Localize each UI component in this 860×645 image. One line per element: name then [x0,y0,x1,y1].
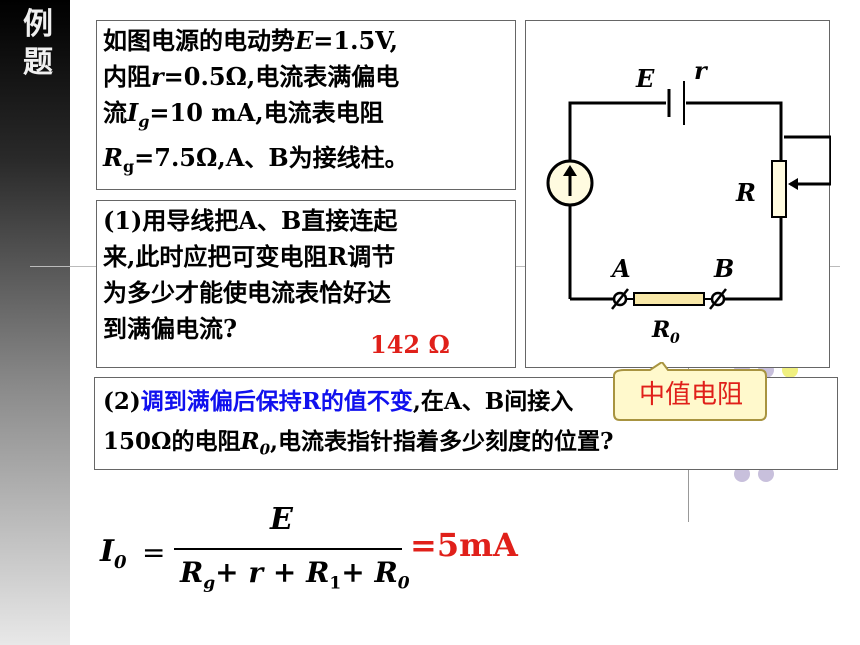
label-rheostat: R [735,178,756,207]
question-1-box: (1)用导线把A、B直接连起 来,此时应把可变电阻R调节 为多少才能使电流表恰好… [96,200,516,368]
problem-line-3: 流Ig=10 mA,电流表电阻 [103,98,384,131]
question-2-line-2: 150Ω的电阻R0,电流表指针指着多少刻度的位置? [103,428,614,459]
question-2-line-1: (2)调到满偏后保持R的值不变,在A、B间接入 [103,388,574,415]
example-char-1: 例 [23,7,53,42]
problem-box: 如图电源的电动势E=1.5V, 内阻r=0.5Ω,电流表满偏电 流Ig=10 m… [96,20,516,190]
formula: I0 = E Rg+ r + R1+ R0 =5mA [100,500,560,610]
problem-line-4: Rg=7.5Ω,A、B为接线柱。 [103,142,409,176]
example-char-2: 题 [23,45,53,80]
question-1-line: (1)用导线把A、B直接连起 [103,206,398,235]
formula-eq: = [142,536,166,569]
formula-numerator: E [270,502,293,537]
callout-text: 中值电阻 [638,380,743,410]
answer-1: 142 Ω [370,330,450,359]
circuit-diagram: E r R A B R 0 [546,56,831,347]
problem-line-1: 如图电源的电动势E=1.5V, [103,26,398,55]
circuit-diagram-box: E r R A B R 0 [525,20,831,368]
question-1-line: 到满偏电流? [103,314,238,343]
callout-bubble [613,362,767,421]
label-r: r [694,56,709,85]
formula-lhs-i: I [100,534,115,569]
r0-resistor-symbol [633,292,705,306]
fraction-bar [174,548,402,550]
label-a: A [610,254,631,283]
label-r0-sub: 0 [670,331,680,347]
label-r0: R [651,317,670,343]
formula-result: =5mA [410,526,518,564]
label-e: E [635,64,655,93]
question-1-line: 来,此时应把可变电阻R调节 [103,242,396,271]
label-b: B [713,254,734,283]
question-1-line: 为多少才能使电流表恰好达 [103,278,391,307]
formula-denominator: Rg+ r + R1+ R0 [180,556,410,594]
rheostat-symbol [771,160,787,218]
left-gradient-bar [0,0,70,645]
formula-lhs-sub: 0 [114,552,127,573]
problem-line-2: 内阻r=0.5Ω,电流表满偏电 [103,62,400,91]
example-label: 例 题 [18,6,58,82]
